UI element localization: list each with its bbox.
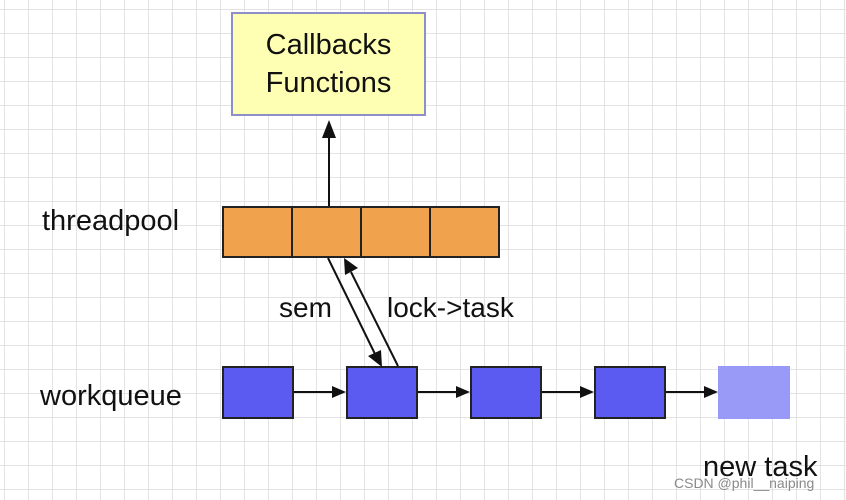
arrow-wq-3-4-head (580, 386, 594, 398)
arrow-wq-1-2-head (332, 386, 346, 398)
watermark: CSDN @phil__naiping (674, 475, 815, 491)
arrow-sem-head (368, 350, 382, 367)
threadpool-label: threadpool (42, 205, 180, 237)
workqueue-task-1 (222, 366, 294, 419)
new-task-label: new task (703, 451, 818, 483)
threadpool-cell-3 (360, 206, 431, 258)
workqueue-label: workqueue (40, 380, 182, 412)
workqueue-new-task (718, 366, 790, 419)
threadpool-cell-4 (429, 206, 500, 258)
callbacks-label-line2: Functions (265, 67, 392, 99)
callbacks-functions-box: Callbacks Functions (231, 12, 426, 116)
arrow-to-callbacks-head (322, 120, 336, 138)
arrow-wq-2-3-head (456, 386, 470, 398)
lock-task-label: lock->task (387, 292, 514, 323)
sem-label: sem (279, 292, 332, 323)
workqueue-task-4 (594, 366, 666, 419)
arrow-lock-task (350, 271, 399, 367)
workqueue-task-2 (346, 366, 418, 419)
arrow-wq-4-new-head (704, 386, 718, 398)
threadpool-cell-1 (222, 206, 293, 258)
threadpool-bar (222, 206, 500, 258)
arrow-lock-task-head (344, 258, 358, 275)
workqueue-task-3 (470, 366, 542, 419)
arrow-sem (327, 257, 376, 355)
callbacks-label-line1: Callbacks (265, 29, 392, 61)
